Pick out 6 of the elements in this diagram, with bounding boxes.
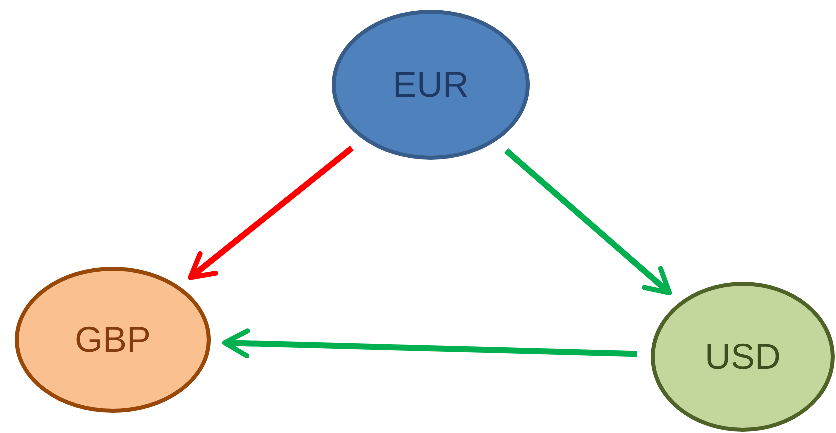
arrow (188, 146, 354, 280)
arrow (504, 148, 672, 296)
currency-code: USD (704, 336, 781, 378)
currency-code: EUR (392, 64, 469, 106)
currency-code: GBP (74, 319, 152, 361)
arrow (222, 328, 638, 359)
